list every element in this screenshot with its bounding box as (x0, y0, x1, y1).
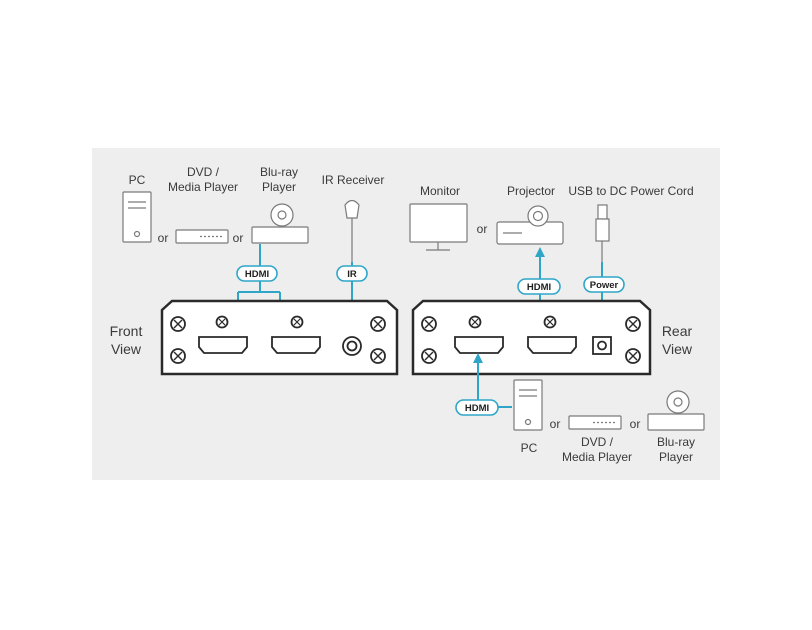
rear-bluray-label-1: Blu-ray (657, 435, 695, 449)
rear-screw-hdmi-in-icon (468, 315, 482, 329)
front-hdmi-port-1-icon (198, 336, 248, 354)
projector-icon (496, 205, 564, 245)
rear-or-display: or (477, 222, 488, 236)
rear-pc-label: PC (521, 441, 538, 455)
front-screw-tr-icon (370, 316, 386, 332)
rear-bluray-label-2: Player (659, 450, 693, 464)
power-cord-label: USB to DC Power Cord (568, 184, 693, 198)
front-ir-tag-pill (336, 265, 368, 282)
rear-hdmi-out-tag: HDMI (527, 282, 551, 293)
front-bluray-label-1: Blu-ray (260, 165, 298, 179)
front-view-label-2: View (111, 341, 142, 357)
rear-dc-power-jack-icon (592, 336, 612, 355)
front-screw-br-icon (370, 348, 386, 364)
front-screw-hdmi1-icon (215, 315, 229, 329)
projector-label: Projector (507, 184, 555, 198)
front-or-2: or (233, 231, 244, 245)
monitor-icon (409, 203, 468, 251)
front-hdmi-port-2-icon (271, 336, 321, 354)
rear-bluray-player-icon (647, 390, 705, 431)
rear-dvd-label-2: Media Player (562, 450, 632, 464)
front-pc-label: PC (129, 173, 146, 187)
ir-receiver-icon (344, 199, 360, 262)
rear-hdmi-out-port-icon (527, 336, 577, 354)
front-dvd-label-1: DVD / (187, 165, 220, 179)
rear-view-label-1: Rear (662, 323, 693, 339)
rear-hdmi-in-port-icon (454, 336, 504, 354)
front-unit (160, 299, 399, 376)
front-ir-jack-icon (342, 336, 362, 356)
rear-media-player-icon (568, 415, 622, 430)
usb-dc-power-cord-icon (595, 204, 610, 262)
front-dvd-label-2: Media Player (168, 180, 238, 194)
rear-screw-tl-icon (421, 316, 437, 332)
front-screw-hdmi2-icon (290, 315, 304, 329)
rear-power-tag: Power (590, 280, 619, 291)
front-hdmi-tag-pill (236, 265, 278, 282)
rear-view-label-2: View (662, 341, 693, 357)
front-screw-tl-icon (170, 316, 186, 332)
front-hdmi-tag: HDMI (245, 269, 269, 280)
rear-screw-tr-icon (625, 316, 641, 332)
rear-screw-bl-icon (421, 348, 437, 364)
rear-or-2: or (630, 417, 641, 431)
rear-pc-tower-icon (513, 379, 543, 431)
monitor-label: Monitor (420, 184, 460, 198)
front-screw-bl-icon (170, 348, 186, 364)
front-media-player-icon (175, 229, 229, 244)
front-pc-tower-icon (122, 191, 152, 243)
front-ir-tag: IR (347, 269, 357, 280)
front-or-1: or (158, 231, 169, 245)
rear-power-pill (583, 276, 625, 293)
front-bluray-label-2: Player (262, 180, 296, 194)
front-bluray-player-icon (251, 203, 309, 244)
rear-hdmi-in-pill (455, 399, 499, 416)
rear-unit (411, 299, 652, 376)
rear-screw-hdmi-out-icon (543, 315, 557, 329)
rear-hdmi-out-pill (517, 278, 561, 295)
ir-receiver-label: IR Receiver (322, 173, 385, 187)
front-view-label-1: Front (110, 323, 143, 339)
rear-dvd-label-1: DVD / (581, 435, 614, 449)
rear-or-1: or (550, 417, 561, 431)
rear-hdmi-in-tag: HDMI (465, 403, 489, 414)
rear-screw-br-icon (625, 348, 641, 364)
